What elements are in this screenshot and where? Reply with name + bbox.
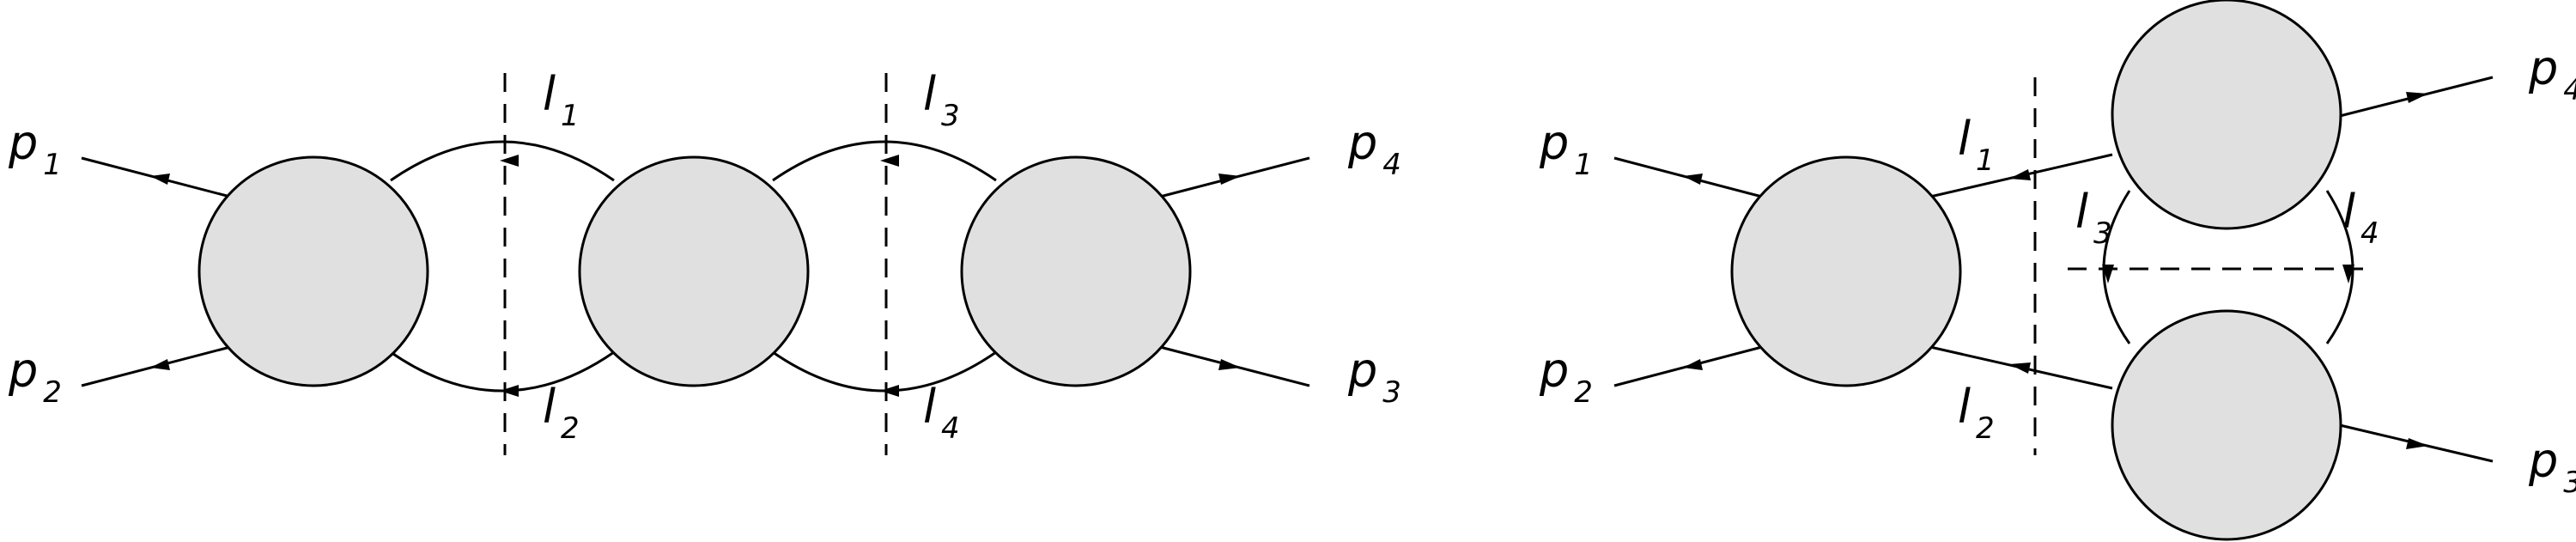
arrow-p2-right — [1683, 359, 1703, 370]
blob-2-left — [578, 155, 810, 387]
arrow-p1-right — [1683, 174, 1703, 185]
arrow-p3-right — [2406, 438, 2428, 449]
arrow-l2 — [500, 385, 519, 397]
loop-line-l1 — [390, 140, 615, 182]
right-diagram: p1 p2 p4 p3 l1 l2 l3 l4 — [1539, 0, 2576, 541]
loop-line-l4 — [772, 350, 997, 393]
loop-line-l2 — [390, 350, 615, 393]
blob-bottom-right — [2111, 309, 2342, 541]
arrow-p3-left — [1218, 359, 1241, 370]
arrow-l1-right — [2009, 169, 2031, 180]
blob-top-right — [2111, 0, 2342, 230]
loop-line-l3 — [772, 140, 997, 182]
arrow-p2-left — [150, 359, 170, 370]
blob-3-left — [960, 155, 1192, 387]
arrow-p4-right — [2406, 92, 2428, 103]
arrow-l4 — [880, 385, 899, 397]
label-p4-right: p4 — [2528, 41, 2576, 107]
arrow-p4-left — [1218, 174, 1241, 185]
label-p3-right: p3 — [2528, 434, 2576, 500]
blob-1-left — [197, 155, 429, 387]
arrow-l3 — [880, 155, 899, 167]
arrow-p1-left — [150, 174, 170, 185]
arrow-l1 — [500, 155, 519, 167]
arrow-l2-right — [2009, 362, 2031, 374]
blob-left-right — [1730, 155, 1962, 387]
